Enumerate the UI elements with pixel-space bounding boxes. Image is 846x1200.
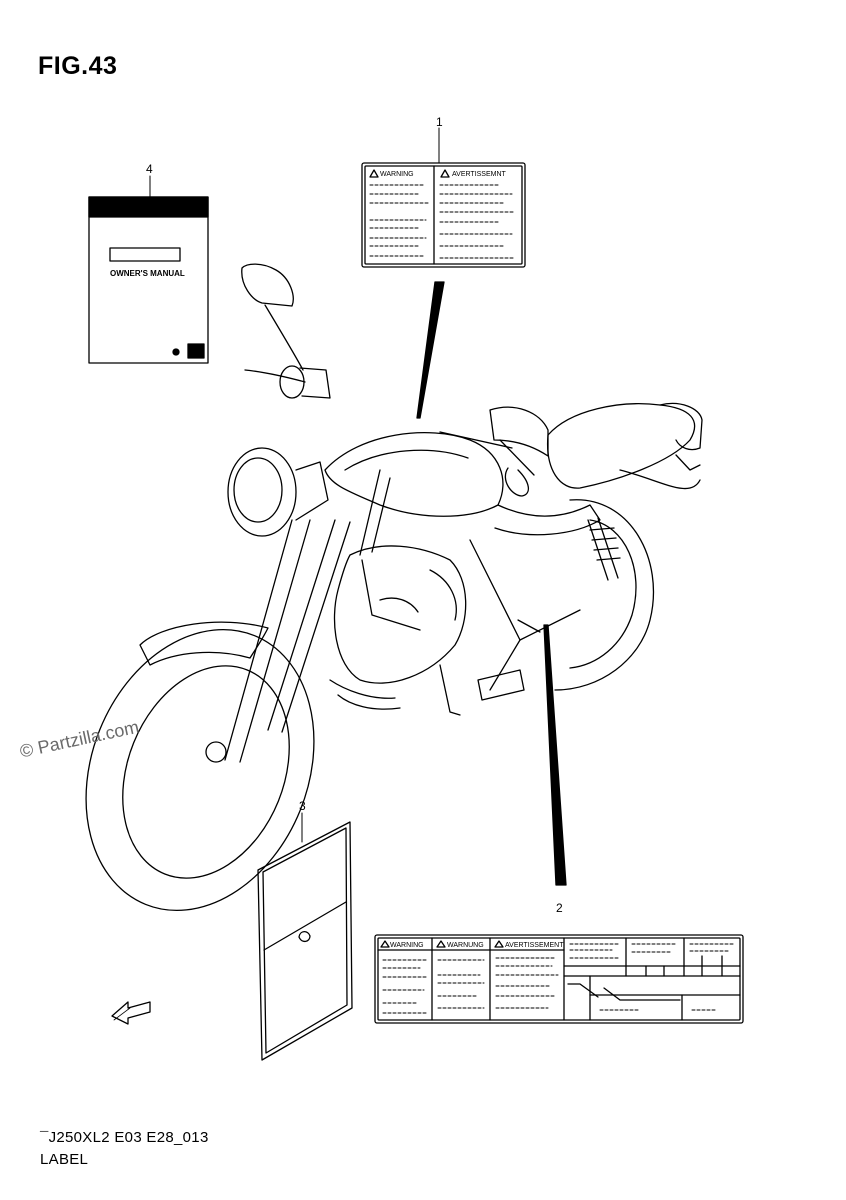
label-2-header-2: WARNUNG — [447, 942, 484, 949]
figure-title: FIG.43 — [38, 52, 118, 80]
warning-triangle-icon — [380, 940, 390, 948]
owners-manual-book — [88, 196, 209, 364]
label-2-warning-card — [374, 934, 744, 1024]
label-1-left-header: WARNING — [380, 171, 414, 178]
callout-4: 4 — [146, 162, 153, 176]
fwd-arrow-icon — [111, 1001, 151, 1025]
label-2-header-1: WARNING — [390, 942, 424, 949]
motorcycle-drawing — [85, 263, 703, 912]
warning-triangle-icon — [494, 940, 504, 948]
label-2-header-3: AVERTISSEMENT — [505, 942, 564, 949]
callout-2-leader — [543, 624, 567, 886]
figure-name: LABEL — [40, 1151, 89, 1168]
manual-title: OWNER'S MANUAL — [110, 269, 185, 278]
callout-1: 1 — [436, 115, 443, 129]
label-1-warning-card — [361, 162, 526, 268]
brand-logo-icon — [172, 348, 180, 356]
warning-triangle-icon — [436, 940, 446, 948]
callout-3: 3 — [299, 799, 306, 813]
figure-code: ¯J250XL2 E03 E28_013 — [40, 1129, 209, 1146]
label-3-sheet — [257, 821, 353, 1061]
callout-1-wedge — [416, 281, 445, 419]
warning-triangle-icon — [369, 169, 379, 178]
callout-2: 2 — [556, 901, 563, 915]
label-1-right-header: AVERTISSEMNT — [452, 171, 507, 178]
warning-triangle-icon — [440, 169, 450, 178]
